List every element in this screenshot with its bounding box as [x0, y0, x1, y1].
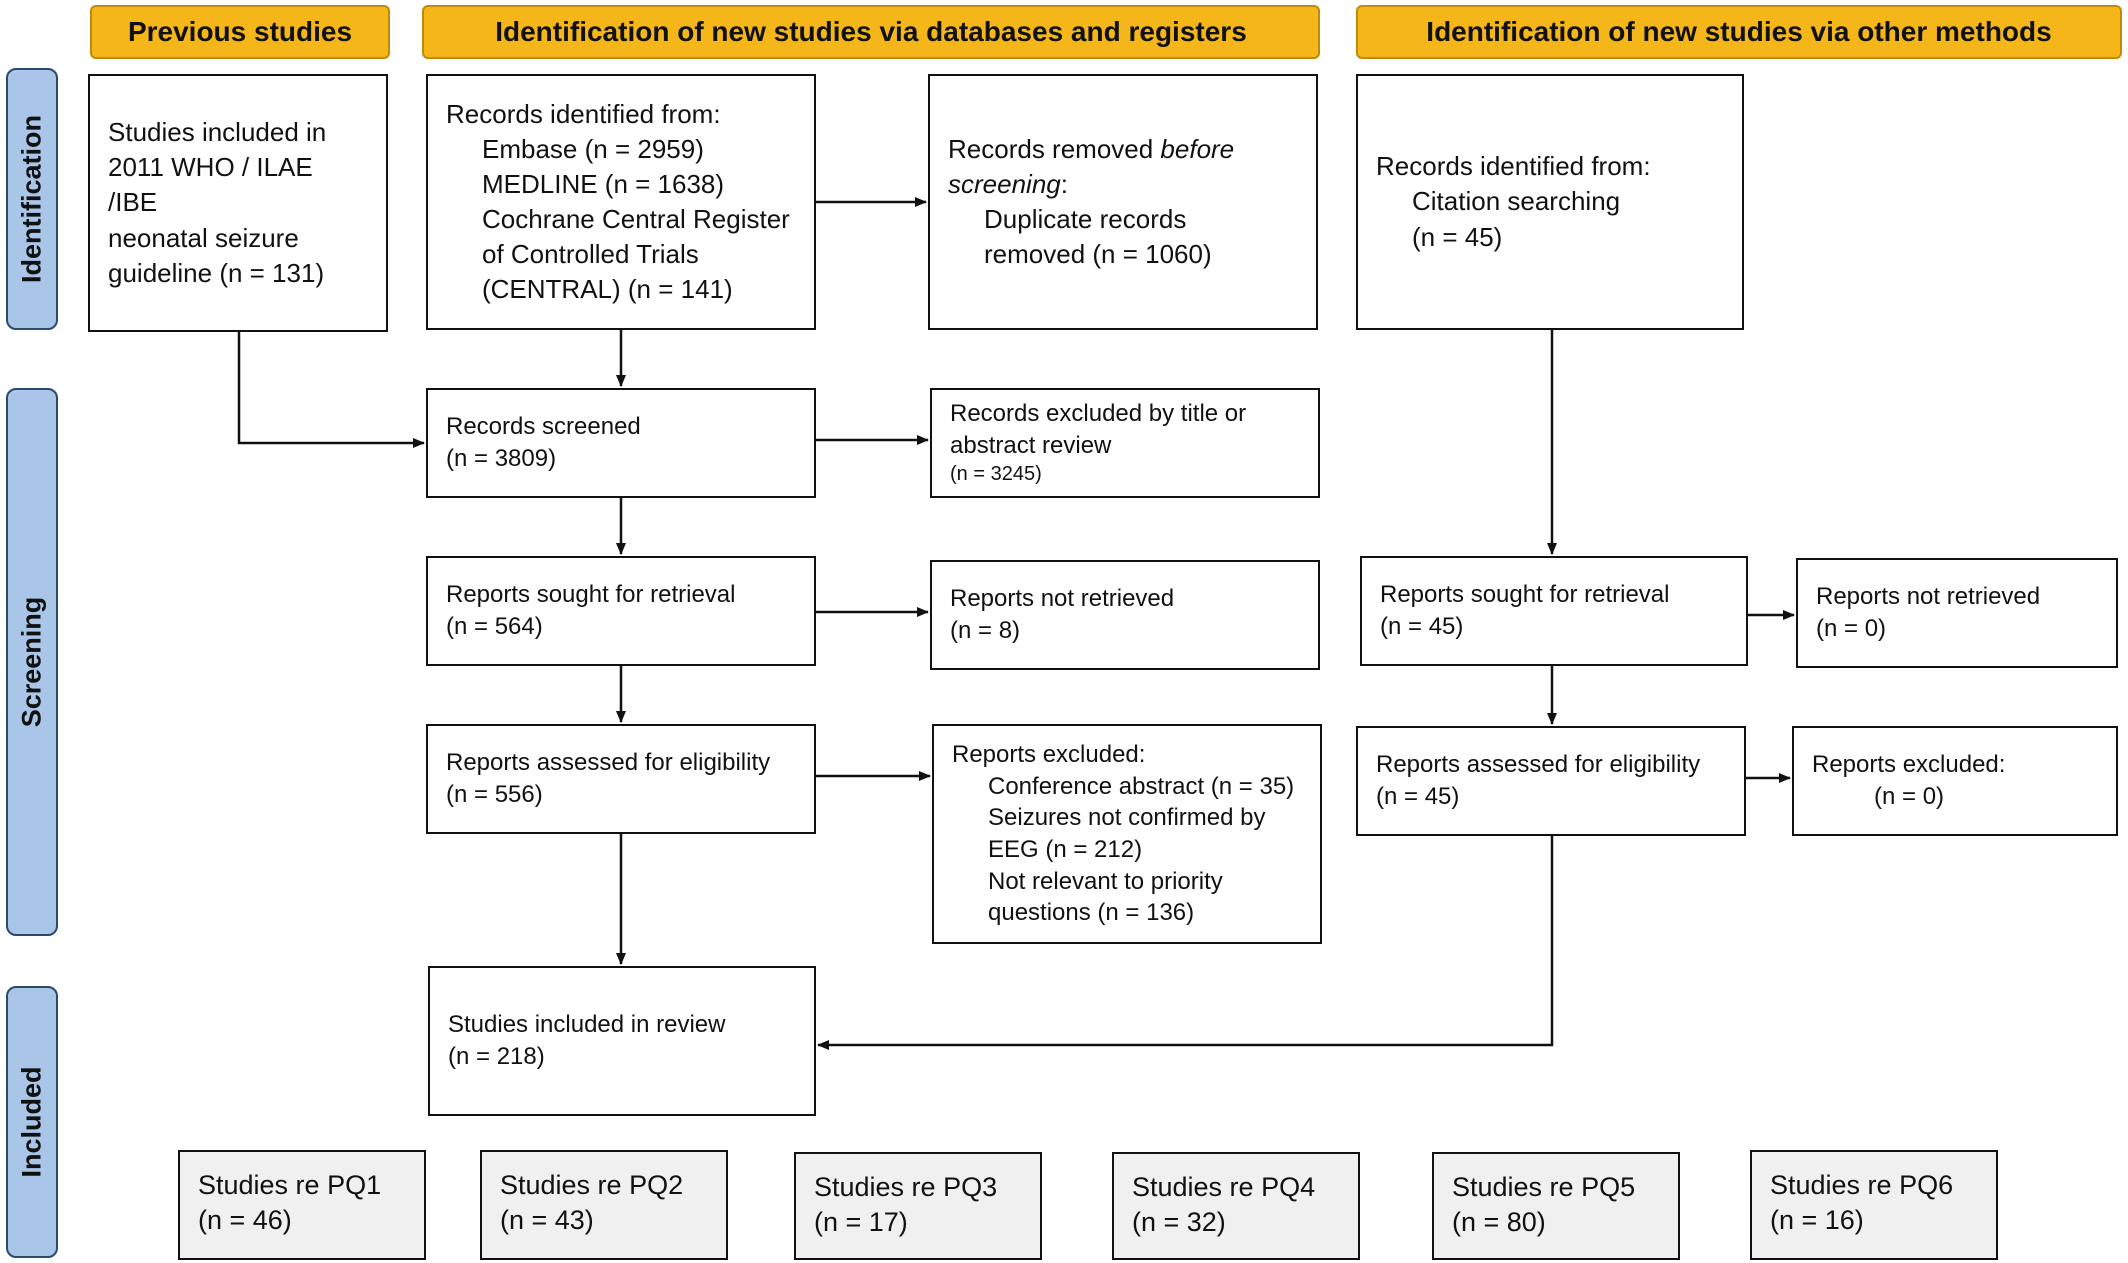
db-central-line2: of Controlled Trials [482, 239, 699, 270]
studies-included-box: Studies included in review (n = 218) [428, 966, 816, 1116]
previous-studies-line3: neonatal seizure [108, 222, 299, 253]
previous-studies-line4: guideline (n = 131) [108, 257, 325, 288]
stage-screening: Screening [6, 388, 58, 936]
pq4-label: Studies re PQ4 [1132, 1172, 1316, 1202]
records-screened-box: Records screened (n = 3809) [426, 388, 816, 498]
pq3-label: Studies re PQ3 [814, 1172, 998, 1202]
previous-studies-line2: 2011 WHO / ILAE /IBE [108, 152, 313, 218]
excluded-db-line4: Not relevant to priority [988, 867, 1223, 895]
not-retrieved-other-line1: Reports not retrieved [1816, 583, 2041, 611]
excluded-db-line1: Conference abstract (n = 35) [988, 772, 1295, 800]
reports-sought-db-box: Reports sought for retrieval (n = 564) [426, 556, 816, 666]
pq6-box: Studies re PQ6 (n = 16) [1750, 1150, 1998, 1260]
header-previous-studies: Previous studies [90, 5, 390, 59]
excluded-title-line1: Records excluded by title or [950, 400, 1247, 428]
other-identified-line2: (n = 45) [1412, 221, 1503, 252]
included-line1: Studies included in review [448, 1011, 726, 1039]
pq5-box: Studies re PQ5 (n = 80) [1432, 1152, 1680, 1260]
reports-assessed-other-box: Reports assessed for eligibility (n = 45… [1356, 726, 1746, 836]
pq2-label: Studies re PQ2 [500, 1170, 684, 1200]
stage-identification: Identification [6, 68, 58, 330]
excluded-title-line3: (n = 3245) [950, 463, 1042, 486]
assessed-db-line1: Reports assessed for eligibility [446, 749, 771, 777]
header-other-methods: Identification of new studies via other … [1356, 5, 2122, 59]
excluded-db-line2: Seizures not confirmed by [988, 804, 1266, 832]
screened-line2: (n = 3809) [446, 445, 557, 472]
not-retrieved-db-line1: Reports not retrieved [950, 585, 1175, 613]
previous-studies-line1: Studies included in [108, 117, 327, 148]
pq4-box: Studies re PQ4 (n = 32) [1112, 1152, 1360, 1260]
previous-studies-box: Studies included in 2011 WHO / ILAE /IBE… [88, 74, 388, 332]
assessed-other-line2: (n = 45) [1376, 783, 1460, 810]
removed-line2: removed (n = 1060) [984, 239, 1212, 270]
pq3-count: (n = 17) [814, 1207, 908, 1238]
excluded-other-line2: (n = 0) [1874, 783, 1945, 810]
pq5-count: (n = 80) [1452, 1207, 1546, 1238]
arrow-other-assessed-to-included [817, 836, 1554, 1050]
excluded-db-line5: questions (n = 136) [988, 899, 1195, 927]
removed-line1: Duplicate records [984, 204, 1187, 234]
sought-other-line2: (n = 45) [1380, 613, 1464, 640]
sought-other-line1: Reports sought for retrieval [1380, 581, 1670, 609]
db-medline: MEDLINE (n = 1638) [482, 168, 725, 199]
pq6-label: Studies re PQ6 [1770, 1170, 1954, 1200]
sought-db-line1: Reports sought for retrieval [446, 581, 736, 609]
reports-excluded-other-box: Reports excluded: (n = 0) [1792, 726, 2118, 836]
pq3-box: Studies re PQ3 (n = 17) [794, 1152, 1042, 1260]
excluded-db-title: Reports excluded: [952, 740, 1146, 768]
pq1-box: Studies re PQ1 (n = 46) [178, 1150, 426, 1260]
arrow-previous-to-screened [237, 332, 425, 448]
db-central-line3: (CENTRAL) (n = 141) [482, 274, 733, 305]
stage-included: Included [6, 986, 58, 1258]
not-retrieved-other-line2: (n = 0) [1816, 615, 1887, 642]
other-identified-title: Records identified from: [1376, 151, 1651, 182]
excluded-db-line3: EEG (n = 212) [988, 836, 1143, 863]
screened-line1: Records screened [446, 413, 641, 441]
pq1-count: (n = 46) [198, 1205, 292, 1236]
other-identified-line1: Citation searching [1412, 186, 1621, 217]
assessed-other-line1: Reports assessed for eligibility [1376, 751, 1701, 779]
included-line2: (n = 218) [448, 1043, 545, 1070]
other-records-identified-box: Records identified from: Citation search… [1356, 74, 1744, 330]
sought-db-line2: (n = 564) [446, 613, 543, 640]
reports-assessed-db-box: Reports assessed for eligibility (n = 55… [426, 724, 816, 834]
removed-heading-cont: screening: [948, 168, 1068, 199]
reports-excluded-db-box: Reports excluded: Conference abstract (n… [932, 724, 1322, 944]
pq5-label: Studies re PQ5 [1452, 1172, 1636, 1202]
db-records-identified-box: Records identified from: Embase (n = 295… [426, 74, 816, 330]
pq6-count: (n = 16) [1770, 1205, 1864, 1236]
pq1-label: Studies re PQ1 [198, 1170, 382, 1200]
reports-not-retrieved-db-box: Reports not retrieved (n = 8) [930, 560, 1320, 670]
reports-not-retrieved-other-box: Reports not retrieved (n = 0) [1796, 558, 2118, 668]
db-embase: Embase (n = 2959) [482, 133, 704, 164]
records-excluded-title-box: Records excluded by title or abstract re… [930, 388, 1320, 498]
excluded-other-line1: Reports excluded: [1812, 751, 2006, 779]
pq2-box: Studies re PQ2 (n = 43) [480, 1150, 728, 1260]
removed-heading: Records removed before [948, 133, 1235, 164]
header-databases-registers: Identification of new studies via databa… [422, 5, 1320, 59]
db-identified-title: Records identified from: [446, 98, 721, 129]
records-removed-box: Records removed before screening: Duplic… [928, 74, 1318, 330]
assessed-db-line2: (n = 556) [446, 781, 543, 808]
excluded-title-line2: abstract review [950, 431, 1112, 459]
reports-sought-other-box: Reports sought for retrieval (n = 45) [1360, 556, 1748, 666]
pq4-count: (n = 32) [1132, 1207, 1226, 1238]
db-central-line1: Cochrane Central Register [482, 204, 790, 234]
pq2-count: (n = 43) [500, 1205, 594, 1236]
not-retrieved-db-line2: (n = 8) [950, 617, 1021, 644]
